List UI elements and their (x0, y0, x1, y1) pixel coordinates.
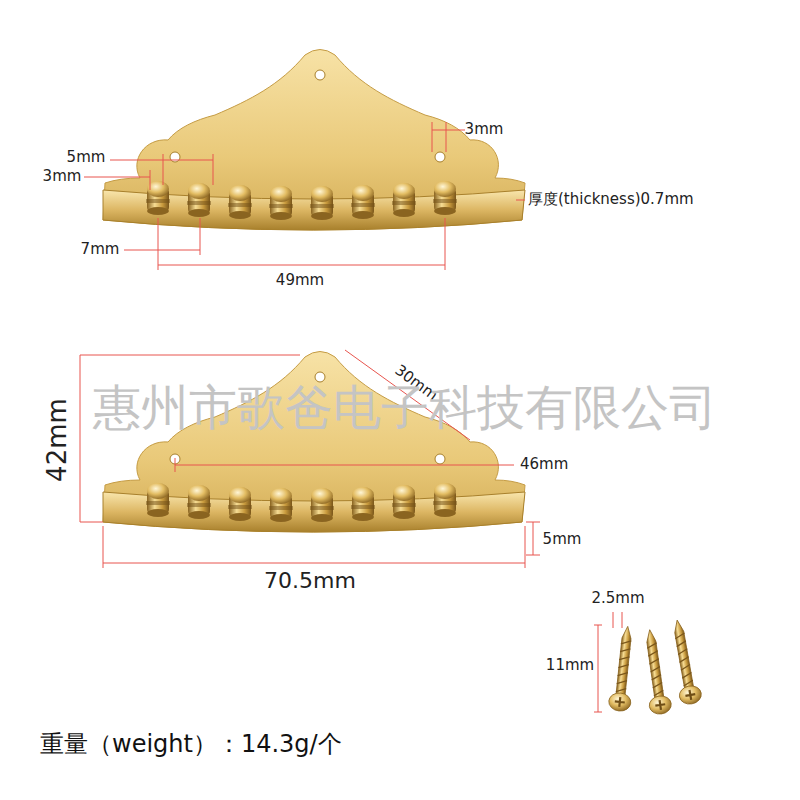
weight-note: 重量（weight）：14.3g/个 (40, 731, 342, 759)
dimension-label: 7mm (81, 241, 120, 258)
dimension-label: 70.5mm (264, 568, 356, 593)
dimension-label: 2.5mm (591, 590, 644, 607)
tailpiece-top (103, 50, 525, 231)
dimension-label: 5mm (543, 531, 582, 548)
dimension-label: 11mm (546, 657, 594, 674)
dimension-label: 3mm (465, 121, 504, 138)
screws (608, 618, 703, 715)
dimension-label: 46mm (520, 456, 568, 473)
dimension-label: 42mm (43, 398, 73, 482)
thickness-label: 厚度(thickness)0.7mm (528, 191, 694, 208)
dimension-label: 49mm (276, 272, 324, 289)
dimension-label: 5mm (67, 149, 106, 166)
watermark: 惠州市歌爸电子科技有限公司 (93, 380, 717, 435)
tailpiece-bottom (103, 352, 525, 533)
dimension-label: 3mm (43, 168, 82, 185)
